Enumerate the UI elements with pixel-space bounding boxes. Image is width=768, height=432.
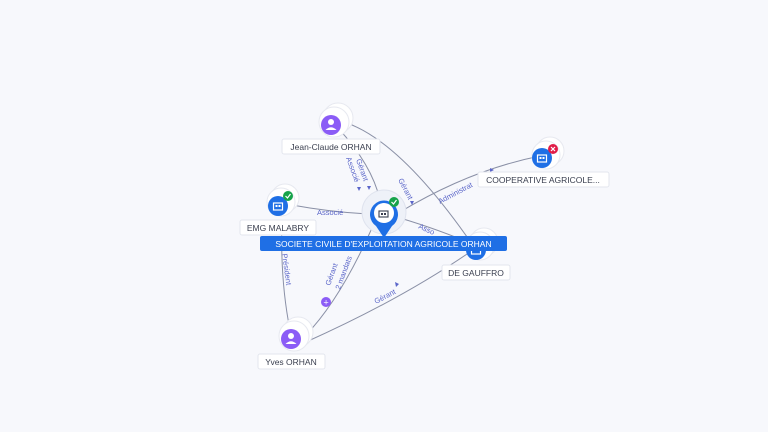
node-label-box: [257, 353, 326, 370]
edge-label-emg-associe: Associé: [317, 208, 343, 217]
node-label-yves: Yves ORHAN: [265, 357, 317, 367]
arrow-coop: [490, 168, 494, 172]
building-icon: [378, 210, 389, 218]
node-yves-orhan[interactable]: Yves ORHAN: [257, 316, 326, 370]
node-label-emg: EMG MALABRY: [247, 223, 310, 233]
node-label-jean-claude: Jean-Claude ORHAN: [290, 142, 371, 152]
node-cooperative[interactable]: COOPERATIVE AGRICOLE...: [477, 136, 610, 188]
arrow-yves-gauffro: [395, 282, 399, 287]
edge-labels: Associé Gérant Gérant Administrat Associ…: [280, 156, 494, 307]
node-label-gauffro: DE GAUFFRO: [448, 268, 504, 278]
arrow-jc-gerant: [367, 186, 371, 190]
edge-emg-central: [291, 204, 369, 215]
edge-cooperative-central: [399, 155, 541, 213]
edge-label-coop-admin: Administrat: [437, 180, 475, 206]
arrow-jc-gerant-2: [410, 201, 414, 205]
building-icon: [532, 148, 552, 168]
edge-label-yves-president: Président: [280, 253, 293, 287]
node-label-box: [281, 138, 381, 155]
arrow-jc-associe: [357, 187, 361, 191]
person-head: [288, 333, 294, 339]
person-body: [325, 127, 337, 130]
edge-label-gauffro-asso: Asso: [417, 222, 436, 237]
node-emg-malabry[interactable]: EMG MALABRY: [239, 183, 317, 236]
central-label-box: [260, 236, 507, 251]
mandats-counter-icon[interactable]: +: [321, 297, 331, 307]
node-jean-claude-orhan[interactable]: Jean-Claude ORHAN: [281, 102, 381, 155]
node-label-box: [239, 219, 317, 236]
person-body: [285, 341, 297, 344]
verified-badge-icon: [389, 197, 399, 207]
person-head: [328, 119, 334, 125]
edge-yves-gauffro: [305, 251, 471, 343]
verified-badge-icon: [283, 191, 293, 201]
node-de-gauffro[interactable]: DE GAUFFRO: [441, 227, 511, 281]
node-label-cooperative: COOPERATIVE AGRICOLE...: [486, 175, 600, 185]
edges: [281, 121, 541, 343]
node-label-central: SOCIETE CIVILE D'EXPLOITATION AGRICOLE O…: [275, 239, 491, 249]
edge-jean-claude-gauffro: [343, 121, 473, 245]
svg-text:+: +: [323, 299, 329, 307]
building-icon: [268, 196, 288, 216]
node-label-box: [477, 171, 610, 188]
node-central[interactable]: SOCIETE CIVILE D'EXPLOITATION AGRICOLE O…: [260, 189, 507, 251]
node-label-box: [441, 264, 511, 281]
